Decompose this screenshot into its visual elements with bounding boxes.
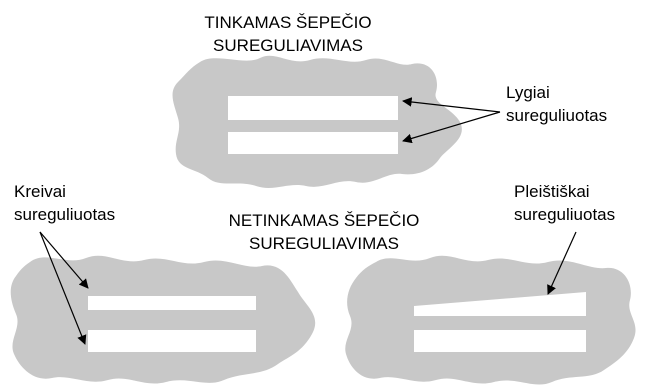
arrow-even-to-lower	[402, 111, 501, 144]
bottom-left-streak-lower	[88, 330, 256, 352]
label-wedge-line2: sureguliuotas	[514, 205, 615, 224]
top-heading-line2: SUREGULIAVIMAS	[213, 36, 363, 55]
proper-adjustment-group: TINKAMAS ŠEPEČIO SUREGULIAVIMAS Lygiai s…	[172, 13, 607, 188]
label-wedge-line1: Pleištiškai	[514, 182, 590, 201]
arrow-wedge-to-streak	[547, 231, 577, 295]
arrow-skew-to-upper	[39, 231, 89, 289]
bottom-right-streak-lower	[414, 330, 586, 352]
wedge-adjustment-group: Pleištiškai sureguliuotas	[345, 182, 636, 385]
bottom-left-streak-upper	[88, 296, 256, 310]
label-skew-line2: sureguliuotas	[14, 205, 115, 224]
bottom-left-contact-area	[10, 255, 316, 384]
label-even-line1: Lygiai	[506, 83, 550, 102]
top-streak-upper	[228, 96, 398, 120]
bottom-heading-line1: NETINKAMAS ŠEPEČIO	[229, 211, 420, 230]
bottom-right-contact-area	[345, 255, 636, 385]
bottom-right-streak-wedge	[414, 292, 586, 316]
arrow-even-to-upper	[402, 97, 501, 113]
top-streak-lower	[228, 132, 398, 154]
label-skew-line1: Kreivai	[14, 182, 66, 201]
skewed-adjustment-group: Kreivai sureguliuotas	[10, 182, 316, 384]
arrow-skew-to-lower	[39, 231, 87, 345]
bottom-heading-line2: SUREGULIAVIMAS	[249, 234, 399, 253]
label-even-line2: sureguliuotas	[506, 106, 607, 125]
top-heading-line1: TINKAMAS ŠEPEČIO	[204, 13, 371, 32]
top-contact-area	[172, 55, 462, 188]
